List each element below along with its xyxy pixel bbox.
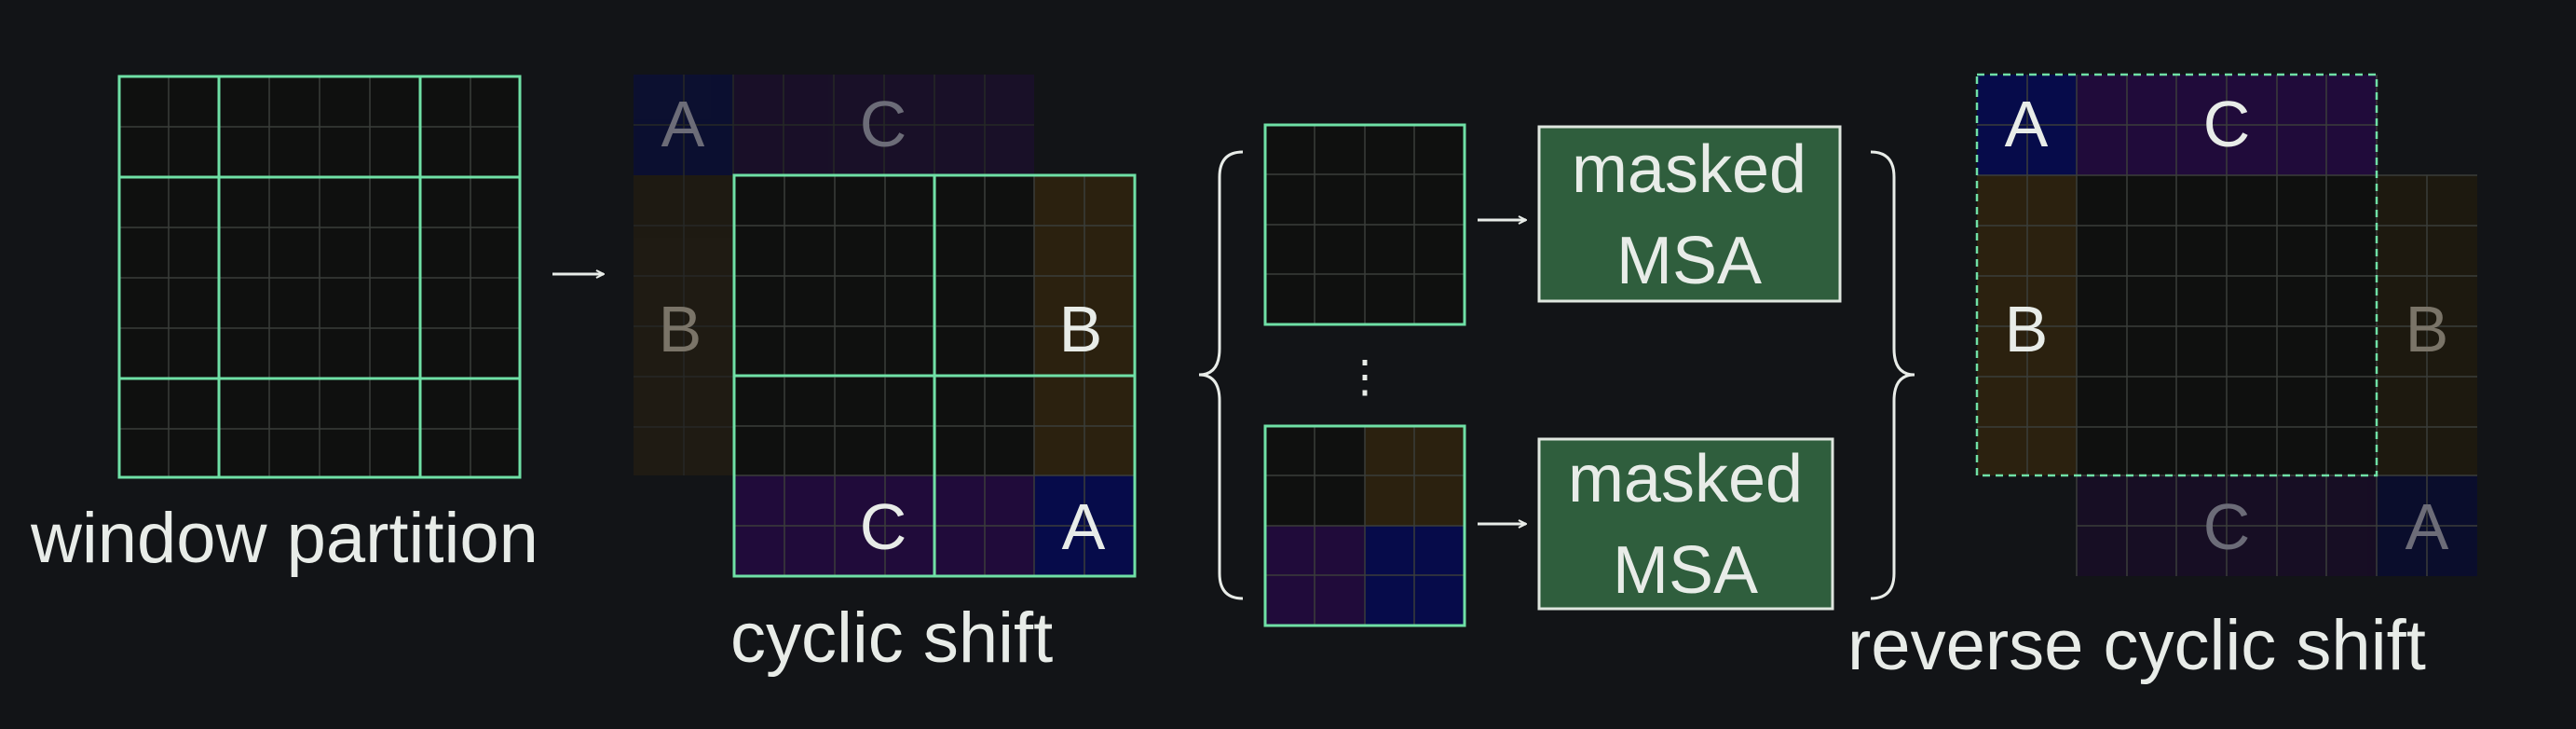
- bottom-msa-line2: MSA: [1613, 533, 1758, 608]
- reverse-cyclic-shift-caption: reverse cyclic shift: [1847, 606, 2426, 685]
- window-boundaries: [117, 75, 522, 479]
- restored-letter-a: A: [2005, 88, 2049, 160]
- cyclic-shift-panel: A C B B C A cyclic shift: [634, 75, 1137, 678]
- shifted-letter-b: B: [1059, 293, 1103, 365]
- masked-msa-panel: ⋮ masked MSA masked MSA: [1198, 123, 1915, 627]
- top-window: [1263, 123, 1466, 326]
- top-window-border: [1263, 123, 1466, 326]
- bottom-msa-block: masked MSA: [1537, 437, 1834, 611]
- right-brace: [1870, 150, 1915, 600]
- bottom-window-border: [1263, 424, 1466, 627]
- top-msa-line2: MSA: [1616, 224, 1762, 298]
- ghost-letter-a: A: [2406, 490, 2449, 563]
- bottom-msa-line1: masked: [1568, 442, 1803, 516]
- window-partition-panel: window partition: [30, 75, 538, 578]
- top-msa-block: masked MSA: [1537, 125, 1842, 303]
- shifted-letter-a: A: [1062, 490, 1106, 563]
- shifted-out-letter-a: A: [661, 88, 705, 160]
- shifted-letter-c: C: [860, 490, 907, 563]
- original-extent-dashed-border: [1975, 73, 2378, 477]
- shifted-window-boundaries: [732, 173, 1137, 578]
- shifted-out-grid: [634, 75, 1034, 475]
- shifted-out-letter-b: B: [659, 293, 702, 365]
- ghost-letter-b: B: [2406, 293, 2449, 365]
- restored-letter-c: C: [2203, 88, 2251, 160]
- ellipsis: ⋮: [1343, 352, 1387, 402]
- bottom-msa-box: [1537, 437, 1834, 611]
- left-brace: [1198, 150, 1244, 600]
- window-partition-caption: window partition: [30, 499, 538, 578]
- top-window-grid: [1265, 125, 1465, 324]
- restored-letter-b: B: [2005, 293, 2049, 365]
- ghost-letter-c: C: [2203, 490, 2251, 563]
- top-msa-box: [1537, 125, 1842, 303]
- bottom-window-grid: [1265, 426, 1465, 626]
- top-msa-line1: masked: [1572, 132, 1806, 207]
- cyclic-shift-caption: cyclic shift: [730, 598, 1053, 678]
- reverse-cyclic-shift-panel: A C B B C A reverse cyclic shift: [1847, 73, 2477, 685]
- shifted-out-letter-c: C: [860, 88, 907, 160]
- bottom-window: [1263, 424, 1466, 627]
